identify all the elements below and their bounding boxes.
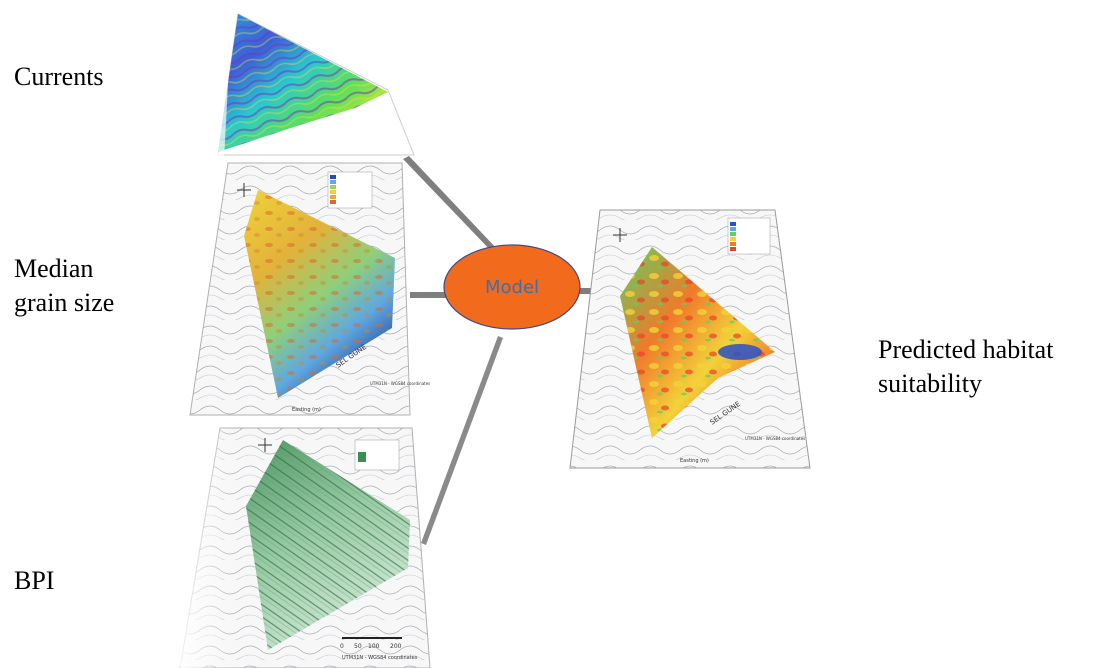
median-label-line1: Median xyxy=(14,254,94,283)
bpi-map: 0 50 100 200 UTM31N - WGS84 coordinates xyxy=(179,427,431,668)
predicted-easting-label: Easting (m) xyxy=(680,458,709,464)
median-coords-label: UTM31N - WGS84 coordinates xyxy=(370,381,430,386)
bpi-scale-100: 100 xyxy=(368,643,380,650)
connector-bpi xyxy=(421,336,503,545)
predicted-habitat-map: SEL GUNE Easting (m) UTM31N - WGS84 coor… xyxy=(569,209,811,469)
currents-label: Currents xyxy=(14,62,104,91)
median-grain-size-label: Median grain size xyxy=(14,252,114,320)
currents-map xyxy=(208,8,415,160)
median-label-line2: grain size xyxy=(14,288,115,317)
model-label: Model xyxy=(485,277,539,298)
connector-median xyxy=(410,292,449,298)
bpi-scale-0: 0 xyxy=(340,643,344,650)
bpi-scale-200: 200 xyxy=(390,643,402,650)
median-easting-label: Easting (m) xyxy=(292,407,321,413)
bpi-scale-50: 50 xyxy=(354,643,362,650)
bpi-label: BPI xyxy=(14,566,55,595)
bpi-coords-label: UTM31N - WGS84 coordinates xyxy=(342,655,418,661)
connector-currents xyxy=(403,156,498,254)
median-grain-map: SEL GUNE Easting (m) UTM31N - WGS84 coor… xyxy=(189,162,430,416)
predicted-coords-label: UTM31N - WGS84 coordinates xyxy=(745,436,805,441)
predicted-label-line1: Predicted habitat xyxy=(878,335,1054,364)
predicted-label-line2: suitability xyxy=(878,369,982,398)
predicted-habitat-label: Predicted habitat suitability xyxy=(878,333,1053,401)
connectors xyxy=(403,156,600,545)
model-node: Model xyxy=(443,244,581,330)
